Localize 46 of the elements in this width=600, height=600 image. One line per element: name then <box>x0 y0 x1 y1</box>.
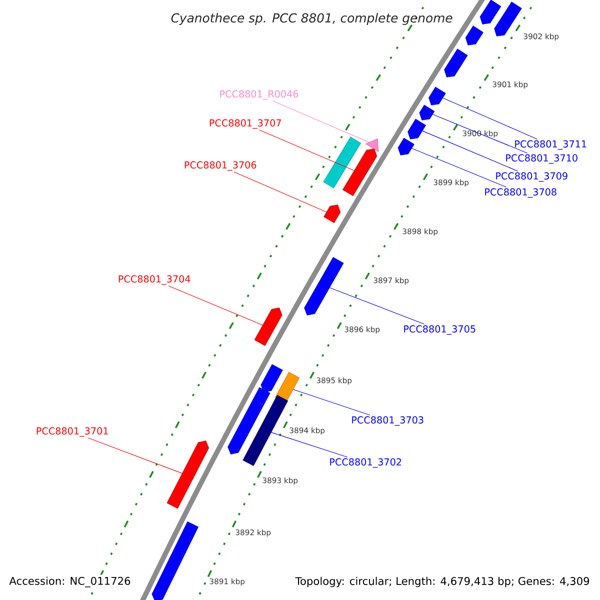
leader-line <box>88 438 182 474</box>
gene-label: PCC8801_3707 <box>210 119 281 129</box>
gene-block <box>324 204 341 224</box>
gene-label: PCC8801_3705 <box>404 325 476 335</box>
leader-line <box>234 172 327 212</box>
accession-text: Accession: NC_011726 <box>7 574 133 590</box>
gene-block <box>494 2 522 36</box>
gene-block <box>304 257 344 316</box>
leader-line <box>272 100 370 143</box>
leader-line <box>422 130 518 172</box>
leader-line <box>442 98 538 140</box>
gene-block <box>465 26 484 46</box>
title: Cyanothece sp. PCC 8801, complete genome <box>171 13 452 25</box>
leader-line <box>412 148 507 188</box>
gene-label: PCC8801_3702 <box>330 458 402 468</box>
gene-block <box>254 308 282 346</box>
gene-label: PCC8801_3708 <box>485 188 556 198</box>
gene-triangle <box>366 138 379 152</box>
gene-block <box>398 138 414 156</box>
leader-line <box>432 114 528 154</box>
gene-block <box>323 136 362 188</box>
gene-block <box>444 48 468 78</box>
gene-label: PCC8801_3711 <box>515 140 586 150</box>
gene-block <box>480 0 502 24</box>
gene-block <box>408 118 426 140</box>
gene-label: PCC8801_3703 <box>352 416 424 426</box>
leader-line <box>258 130 354 171</box>
gene-label: PCC8801_3704 <box>118 275 190 285</box>
gene-label: PCC8801_3709 <box>496 172 568 182</box>
leader-line <box>293 389 370 416</box>
gene-block <box>260 364 283 392</box>
gene-block <box>428 86 446 106</box>
leader-line <box>330 287 425 324</box>
gene-block <box>419 104 435 120</box>
gene-block <box>152 521 198 600</box>
gene-label: PCC8801_3701 <box>36 427 108 437</box>
gene-label: PCC8801_3706 <box>184 161 256 171</box>
leader-line <box>271 432 348 458</box>
genome-info-text: Topology: circular; Length: 4,679,413 bp; Genes: 4,309 <box>293 574 592 590</box>
gene-block <box>228 387 270 454</box>
gene-block <box>342 148 378 196</box>
gene-label: PCC8801_R0046 <box>220 90 298 100</box>
gene-block <box>242 395 288 466</box>
gene-block <box>166 440 210 509</box>
gene-label: PCC8801_3710 <box>506 154 578 164</box>
leader-line <box>168 286 263 326</box>
